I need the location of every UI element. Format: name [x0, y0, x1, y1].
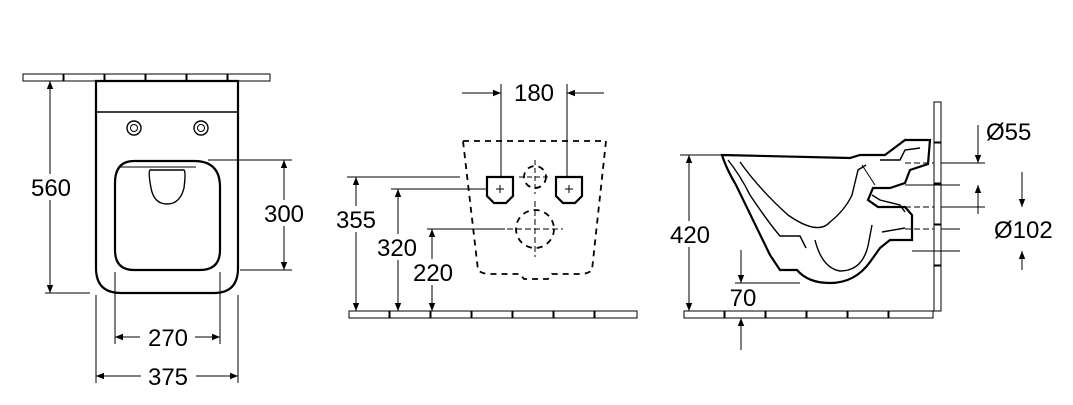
dim-outlet-offset-label: 70	[730, 285, 757, 312]
bowl-profile	[720, 138, 932, 285]
dim-inner-width-label: 270	[148, 325, 188, 352]
dim-outer-width-label: 375	[148, 364, 188, 391]
side-view: 420 70 Ø55 Ø102	[664, 101, 1053, 350]
dim-depth-label: 560	[31, 175, 71, 202]
bolt-plate-left	[485, 175, 515, 205]
water-outlet	[148, 169, 186, 205]
dim-seat-depth-label: 300	[264, 201, 304, 228]
dim-hole-spacing-label: 180	[514, 80, 554, 107]
dim-inlet-diameter-label: Ø55	[986, 119, 1031, 146]
floor-hatch-mid	[348, 310, 638, 319]
bowl-outline-top	[94, 79, 240, 295]
bolt-left-icon	[126, 120, 142, 136]
bolt-plate-right	[554, 175, 584, 205]
dim-h3-label: 220	[413, 260, 453, 287]
dim-h1-label: 355	[336, 207, 376, 234]
bolt-right-icon	[193, 120, 209, 136]
seat-opening	[113, 159, 222, 272]
wall-outline-dashed	[461, 140, 608, 280]
dim-height-label: 420	[670, 222, 710, 249]
dim-outlet-diameter-label: Ø102	[994, 217, 1053, 244]
mounting-view: 180 355 320 220	[331, 80, 638, 319]
dim-h2-label: 320	[377, 235, 417, 262]
wall-hatch-right	[933, 101, 942, 312]
top-view: 560 300 270 375	[22, 73, 310, 391]
floor-hatch-right	[683, 310, 934, 319]
